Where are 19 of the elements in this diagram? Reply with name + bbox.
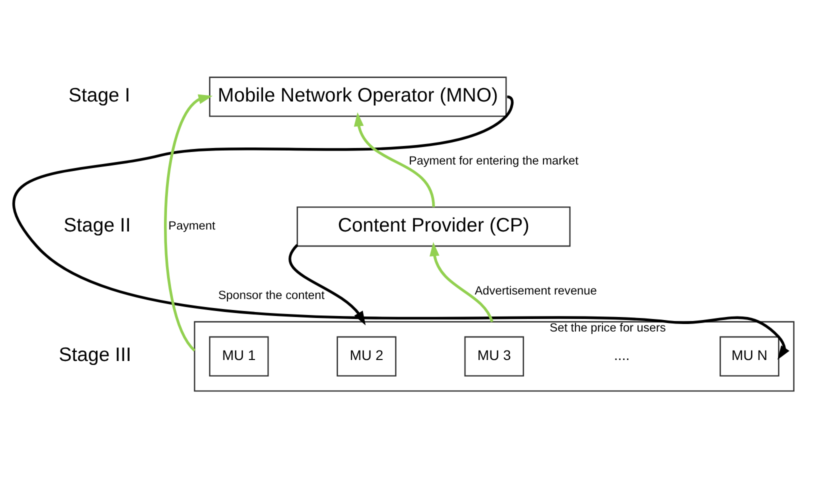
label: .... bbox=[614, 347, 630, 364]
arrow bbox=[354, 112, 435, 208]
edge-label: Payment bbox=[168, 218, 216, 233]
edge-label: Advertisement revenue bbox=[474, 284, 597, 298]
edge-label: Payment for entering the market bbox=[408, 154, 578, 168]
node-box: MU 3 bbox=[464, 336, 524, 377]
node-box: Content Provider (CP) bbox=[296, 206, 571, 247]
edge-label: Sponsor the content bbox=[218, 288, 325, 302]
arrow bbox=[430, 242, 494, 322]
node-box: Mobile Network Operator (MNO) bbox=[209, 76, 507, 117]
label: Stage II bbox=[64, 214, 131, 236]
label: Stage III bbox=[58, 344, 132, 366]
arrow bbox=[164, 94, 213, 352]
node-box: MU 2 bbox=[336, 336, 396, 377]
label: Stage I bbox=[68, 84, 130, 107]
node-box: MU 1 bbox=[209, 336, 269, 377]
edge-label: Set the price for users bbox=[550, 320, 666, 334]
cluster bbox=[194, 321, 794, 392]
node-box: MU N bbox=[720, 336, 780, 377]
